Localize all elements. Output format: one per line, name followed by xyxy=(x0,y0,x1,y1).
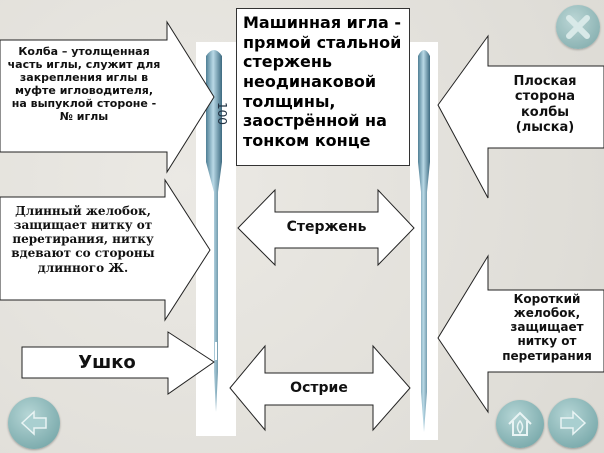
label-ploskaya: Плоская сторона колбы (лыска) xyxy=(513,74,577,135)
close-button[interactable] xyxy=(556,5,600,49)
needle-right-image xyxy=(410,42,438,440)
arrow-dlinny xyxy=(0,178,211,322)
label-ushko: Ушко xyxy=(78,352,136,373)
arrow-korotky xyxy=(437,254,604,414)
forward-button[interactable] xyxy=(548,398,598,448)
label-sterzhen: Стержень xyxy=(286,219,367,235)
home-icon xyxy=(508,411,532,436)
arrow-left-icon xyxy=(20,410,47,436)
arrow-right-icon xyxy=(560,410,587,436)
arrow-ostrie xyxy=(229,344,411,432)
home-button[interactable] xyxy=(496,400,544,448)
needle-number: 100 xyxy=(215,102,229,125)
arrow-kolba xyxy=(0,20,215,174)
arrow-ushko xyxy=(21,331,215,395)
back-button[interactable] xyxy=(8,397,60,449)
arrow-ploskaya xyxy=(437,34,604,199)
label-korotky: Короткий желобок, защищает нитку от пере… xyxy=(502,292,592,363)
close-icon xyxy=(566,15,590,39)
label-kolba: Колба – утолщенная часть иглы, служит дл… xyxy=(7,45,161,123)
label-ostrie: Острие xyxy=(290,380,348,396)
slide-title: Машинная игла - прямой стальной стержень… xyxy=(236,8,410,166)
label-dlinny: Длинный желобок, защищает нитку от перет… xyxy=(11,204,155,275)
arrow-sterzhen xyxy=(237,188,415,267)
